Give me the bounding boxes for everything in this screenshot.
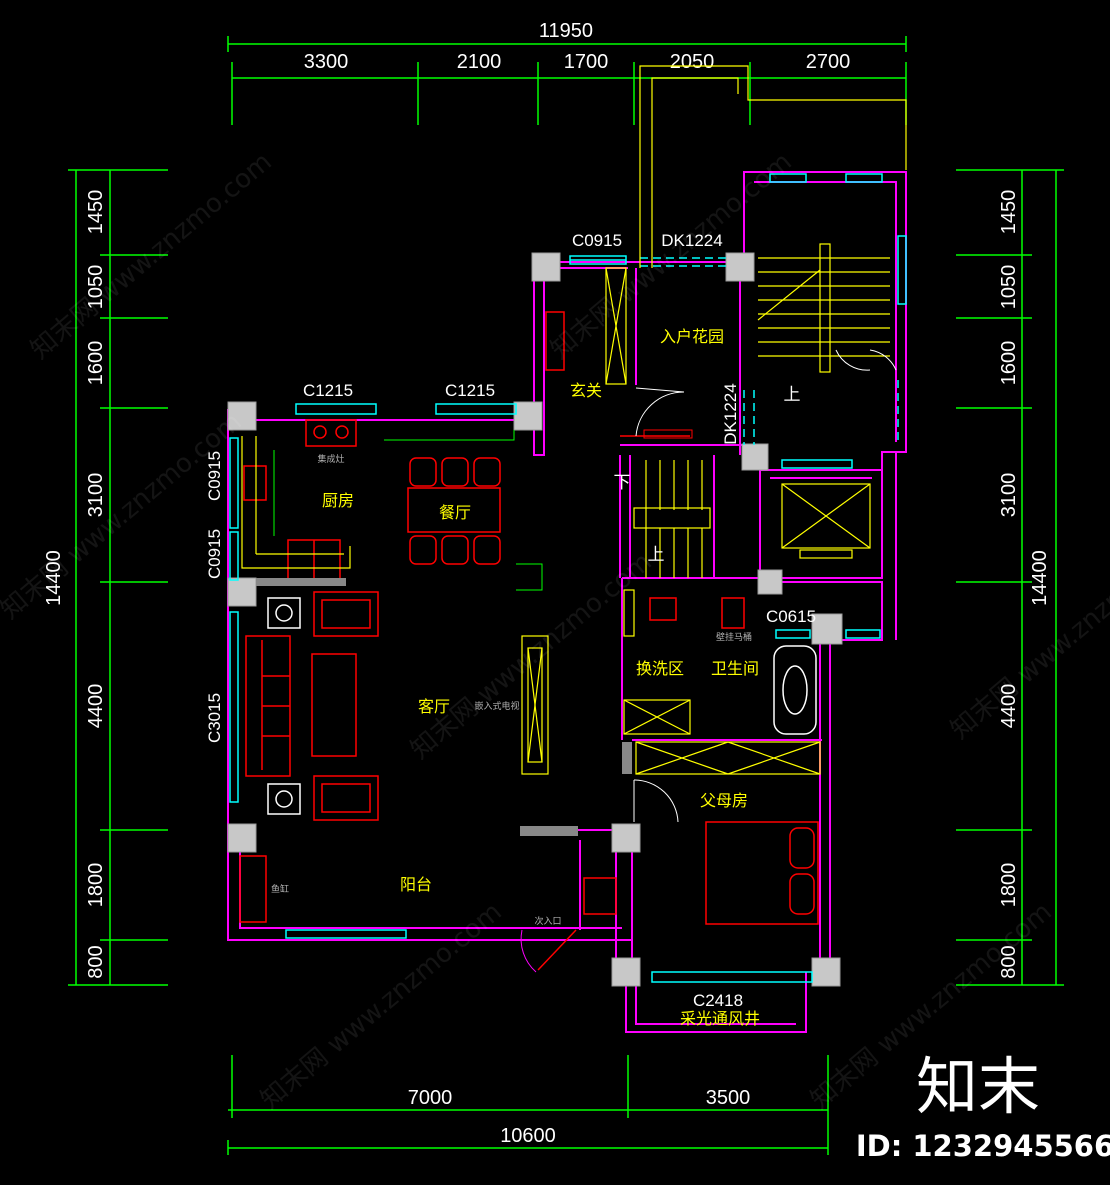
kitchen-partition — [273, 430, 543, 591]
stairs-and-cabinets — [241, 65, 907, 775]
room-changing-area: 换洗区 — [636, 659, 684, 678]
dim-right-seg-6: 1800 — [998, 863, 1020, 908]
brand-logo: 知末 — [916, 1050, 1040, 1123]
watermark-text: 知末网 www.znzmo.com — [945, 527, 1110, 746]
furniture — [239, 311, 819, 973]
note-integrated-stove: 集成灶 — [317, 453, 344, 465]
dim-top-seg-3: 1700 — [564, 51, 609, 73]
dining-chair — [441, 535, 469, 565]
armchair — [313, 591, 379, 637]
dining-chair — [473, 535, 501, 565]
dining-chair — [409, 457, 437, 487]
dim-left-total: 14400 — [43, 550, 65, 606]
left-dimensions — [68, 169, 168, 986]
wall-toilet — [721, 597, 745, 629]
dim-right-seg-5: 4400 — [998, 684, 1020, 729]
dim-left-seg-4: 3100 — [85, 473, 107, 518]
washer — [583, 877, 617, 915]
tag-c3015: C3015 — [205, 693, 224, 743]
dim-left-seg-3: 1600 — [85, 341, 107, 386]
room-bathroom: 卫生间 — [711, 659, 759, 678]
dining-table — [407, 487, 501, 533]
shoe-cabinet — [545, 311, 565, 371]
tag-c2418: C2418 — [693, 991, 743, 1010]
dim-top-seg-4: 2050 — [670, 51, 715, 73]
integrated-stove — [305, 419, 357, 447]
dim-top-total: 11950 — [539, 20, 593, 42]
room-living: 客厅 — [418, 697, 450, 716]
dim-right-seg-7: 800 — [998, 945, 1020, 978]
wash-basin — [649, 597, 677, 621]
dim-right-seg-1: 1450 — [998, 190, 1020, 235]
dim-top-seg-2: 2100 — [457, 51, 502, 73]
watermark-text: 知末网 www.znzmo.com — [0, 407, 248, 626]
dim-bottom-seg-1: 7000 — [408, 1087, 453, 1109]
room-kitchen: 厨房 — [322, 491, 354, 510]
dim-right-seg-4: 3100 — [998, 473, 1020, 518]
dim-left-seg-6: 1800 — [85, 863, 107, 908]
sink — [243, 465, 267, 501]
room-entry-garden: 入户花园 — [660, 327, 724, 346]
windows — [229, 173, 907, 983]
watermark-group: 知末网 www.znzmo.com 知末网 www.znzmo.com 知末网 … — [0, 147, 1110, 1116]
tag-dk1224-top: DK1224 — [661, 231, 722, 250]
tag-dk1224-side: DK1224 — [721, 383, 740, 444]
stair-up-inner: 上 — [648, 545, 665, 564]
walls — [227, 171, 907, 1033]
right-dimensions — [956, 169, 1064, 986]
door-swings — [633, 349, 897, 823]
tag-c0615: C0615 — [766, 607, 816, 626]
dim-left-seg-2: 1050 — [85, 265, 107, 310]
dining-chair — [441, 457, 469, 487]
hatched-walls — [256, 578, 632, 836]
dim-bottom-total: 10600 — [500, 1125, 556, 1147]
fish-tank — [239, 855, 267, 923]
room-balcony: 阳台 — [400, 875, 432, 894]
note-secondary-entrance: 次入口 — [534, 915, 561, 927]
room-light-shaft: 采光通风井 — [680, 1009, 760, 1028]
dim-left-seg-7: 800 — [85, 945, 107, 978]
coffee-table — [311, 653, 357, 757]
tag-c0915-left-b: C0915 — [205, 529, 224, 579]
dim-left-seg-1: 1450 — [85, 190, 107, 235]
bottom-dimensions — [227, 1055, 829, 1155]
dim-right-seg-2: 1050 — [998, 265, 1020, 310]
stair-up-main: 上 — [784, 385, 801, 404]
tag-c0915-top: C0915 — [572, 231, 622, 250]
lift-shaft — [781, 483, 871, 559]
dim-bottom-seg-2: 3500 — [706, 1087, 751, 1109]
tag-c0915-left-a: C0915 — [205, 451, 224, 501]
image-id-label: ID: 1232945566 — [856, 1129, 1110, 1163]
dim-top-seg-5: 2700 — [806, 51, 851, 73]
note-fish-tank: 鱼缸 — [271, 883, 289, 895]
top-dimensions — [227, 36, 907, 125]
watermark-text: 知末网 www.znzmo.com — [25, 147, 277, 366]
note-wall-toilet: 壁挂马桶 — [716, 631, 752, 643]
bathtub — [773, 645, 817, 735]
stair-down-inner: 下 — [614, 473, 631, 492]
dim-right-seg-3: 1600 — [998, 341, 1020, 386]
dim-right-total: 14400 — [1029, 550, 1051, 606]
tag-c1215-b: C1215 — [445, 381, 495, 400]
dining-chair — [473, 457, 501, 487]
dim-top-seg-1: 3300 — [304, 51, 349, 73]
armchair — [313, 775, 379, 821]
double-bed — [705, 821, 819, 925]
room-foyer: 玄关 — [570, 381, 602, 400]
dim-left-seg-5: 4400 — [85, 684, 107, 729]
room-dining: 餐厅 — [439, 503, 471, 522]
tag-c1215-a: C1215 — [303, 381, 353, 400]
dining-chair — [409, 535, 437, 565]
room-parents: 父母房 — [700, 791, 748, 810]
note-embedded-tv: 嵌入式电视 — [474, 700, 519, 712]
